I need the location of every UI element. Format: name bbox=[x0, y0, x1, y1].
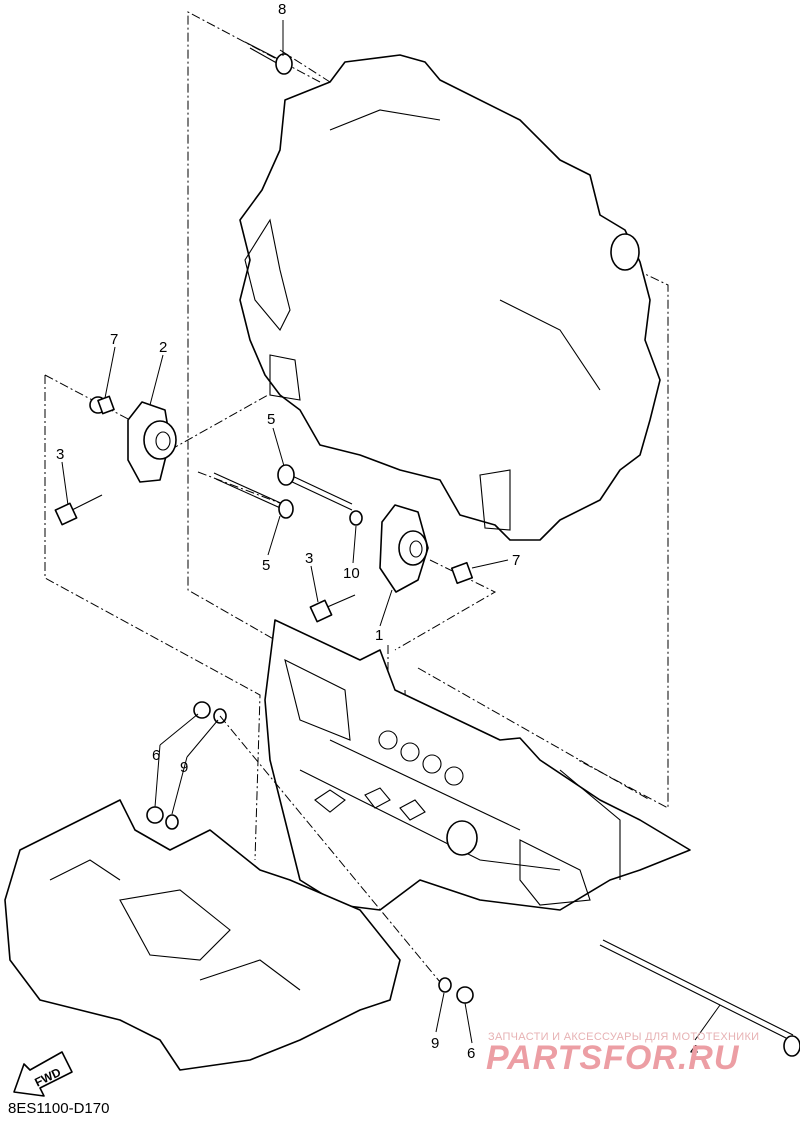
callout-6-bottom: 6 bbox=[467, 1045, 475, 1062]
callout-7-left: 7 bbox=[110, 331, 118, 348]
callout-numbers: 8 7 2 3 5 5 10 7 3 1 6 9 9 6 4 bbox=[56, 1, 698, 1062]
callout-5-lower: 5 bbox=[262, 557, 270, 574]
lower-left-bracket bbox=[4, 799, 401, 1071]
bolts bbox=[54, 41, 800, 1057]
callout-2: 2 bbox=[159, 339, 167, 356]
callout-1: 1 bbox=[375, 627, 383, 644]
callout-5-upper: 5 bbox=[267, 411, 275, 428]
callout-3-left: 3 bbox=[56, 446, 64, 463]
engine-mount-right bbox=[350, 504, 474, 593]
callout-9-bottom: 9 bbox=[431, 1035, 439, 1052]
callout-7-right: 7 bbox=[512, 552, 520, 569]
engine-frame bbox=[264, 619, 691, 911]
engine-block bbox=[239, 54, 661, 541]
callout-3-center: 3 bbox=[305, 550, 313, 567]
watermark-logo: PARTSFOR.RU bbox=[486, 1039, 740, 1077]
callout-10: 10 bbox=[343, 565, 360, 582]
engine-mount-left bbox=[89, 395, 177, 483]
callout-6-left: 6 bbox=[152, 747, 160, 764]
watermark-tagline: ЗАПЧАСТИ И АКСЕССУАРЫ ДЛЯ МОТОТЕХНИКИ bbox=[488, 1031, 760, 1043]
diagram-code: 8ES1100-D170 bbox=[8, 1100, 110, 1117]
callout-8: 8 bbox=[278, 1, 286, 18]
fwd-arrow-icon: FWD bbox=[13, 1051, 73, 1097]
leader-lines bbox=[61, 20, 721, 1044]
callout-4: 4 bbox=[690, 1042, 698, 1059]
callout-9-left: 9 bbox=[180, 759, 188, 776]
